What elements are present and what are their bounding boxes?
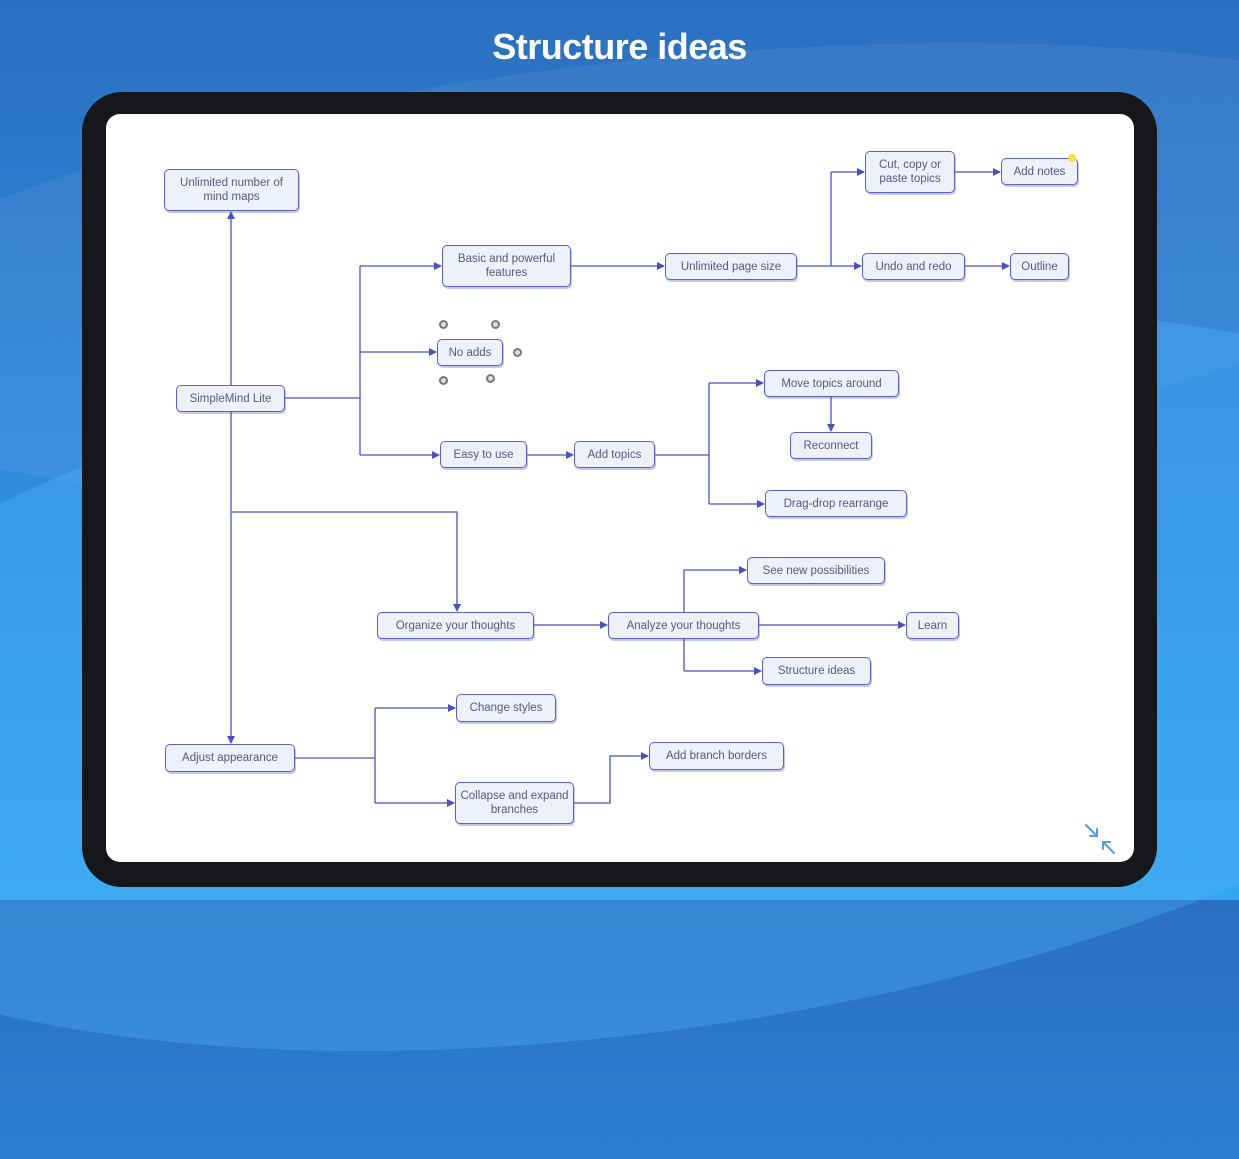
collapse-view-icon[interactable] [1083,822,1117,856]
node-undo-redo[interactable]: Undo and redo [862,253,965,280]
node-organize[interactable]: Organize your thoughts [377,612,534,639]
node-label: Adjust appearance [182,752,278,764]
node-add-notes[interactable]: Add notes [1001,158,1078,185]
node-outline[interactable]: Outline [1010,253,1069,280]
node-label: Structure ideas [777,665,856,677]
node-basic-features[interactable]: Basic and powerful features [442,245,571,287]
node-label: Easy to use [453,448,514,461]
node-adjust-appearance[interactable]: Adjust appearance [165,744,295,772]
node-reconnect[interactable]: Reconnect [790,432,872,459]
node-drag-drop[interactable]: Drag-drop rearrange [765,490,907,517]
node-label: SimpleMind Lite [189,392,272,405]
resize-handle-icon[interactable] [486,374,495,383]
node-label: Reconnect [803,439,859,452]
node-label: Outline [1021,260,1058,273]
node-label: Add topics [587,448,642,461]
node-label: Basic and powerful features [457,253,556,279]
node-change-styles[interactable]: Change styles [456,694,556,722]
selection-handle-icon[interactable] [491,320,500,329]
node-cut-copy[interactable]: Cut, copy or paste topics [865,151,955,193]
node-move-topics[interactable]: Move topics around [764,370,899,397]
node-collapse-expand[interactable]: Collapse and expand branches [455,782,574,824]
node-see-new[interactable]: See new possibilities [747,557,885,584]
node-add-topics[interactable]: Add topics [574,441,655,468]
page-headline: Structure ideas [492,26,747,67]
node-unlimited-maps[interactable]: Unlimited number of mind maps [164,169,299,211]
node-label: No adds [448,346,492,359]
node-learn[interactable]: Learn [906,612,959,639]
selection-handle-icon[interactable] [439,320,448,329]
node-label: Undo and redo [875,260,952,273]
node-simplemind-lite[interactable]: SimpleMind Lite [176,385,285,412]
node-no-adds[interactable]: No adds [437,339,503,366]
node-structure-ideas[interactable]: Structure ideas [762,657,871,685]
node-easy-to-use[interactable]: Easy to use [440,441,527,468]
selection-handle-icon[interactable] [439,376,448,385]
node-unlimited-page[interactable]: Unlimited page size [665,253,797,280]
node-label: Add branch borders [665,750,767,762]
note-indicator-icon [1068,154,1076,162]
node-label: Add notes [1013,165,1066,178]
node-branch-borders[interactable]: Add branch borders [649,742,784,770]
node-label: Collapse and expand branches [460,790,569,816]
mindmap-canvas[interactable] [106,114,1134,862]
node-label: Move topics around [781,377,882,390]
node-label: Analyze your thoughts [626,619,741,632]
node-label: See new possibilities [762,564,870,577]
node-label: Drag-drop rearrange [783,497,889,510]
add-child-handle-icon[interactable] [513,348,522,357]
node-label: Unlimited number of mind maps [180,177,283,203]
node-analyze[interactable]: Analyze your thoughts [608,612,759,639]
node-label: Organize your thoughts [395,619,516,632]
node-label: Cut, copy or paste topics [879,159,941,185]
node-label: Learn [917,619,948,632]
node-label: Unlimited page size [680,260,782,273]
node-label: Change styles [469,702,543,714]
